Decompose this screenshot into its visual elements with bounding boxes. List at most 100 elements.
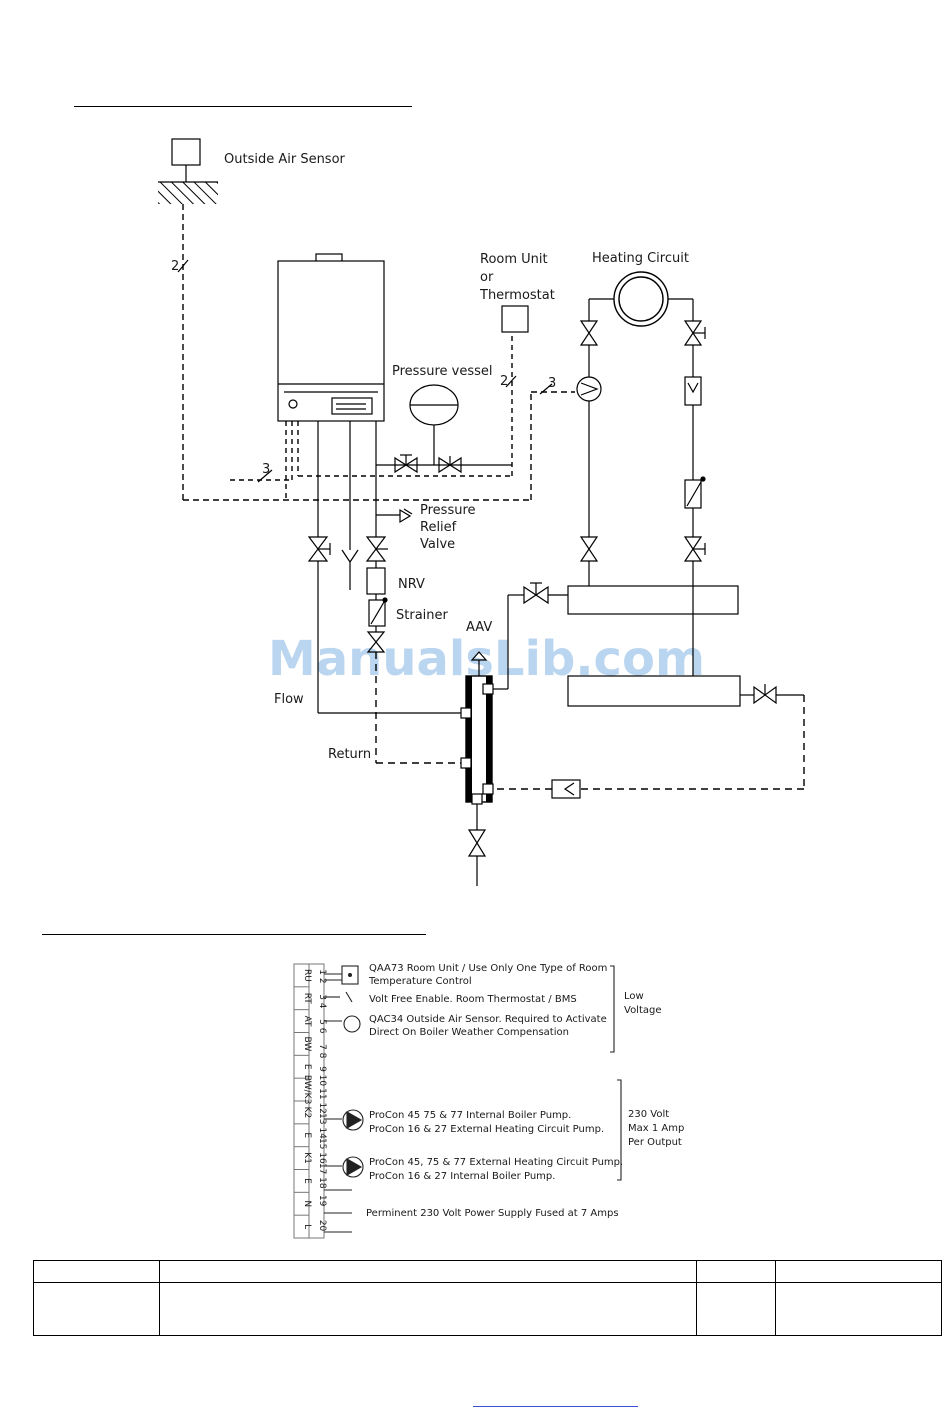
room-unit-label-3: Thermostat [479, 288, 555, 303]
terminal-number: 15 16 [317, 1138, 327, 1164]
header-block-lower [567, 675, 741, 707]
terminal-number: 11 12 [317, 1088, 327, 1114]
flow-label: Flow [274, 692, 304, 707]
terminal-code: N [302, 1200, 312, 1207]
table-cell [774, 1282, 943, 1336]
table-header-row [33, 1260, 943, 1283]
terminal-number: 9 10 [317, 1066, 327, 1086]
pump-icon-k2 [342, 1109, 364, 1131]
room-unit-label-1: Room Unit [480, 252, 548, 267]
desc-volt-free: Volt Free Enable. Room Thermostat / BMS [369, 994, 577, 1005]
terminal-code: RU [302, 969, 312, 982]
table-cell [695, 1260, 776, 1283]
circuit-nrv [684, 376, 702, 406]
desc-qac34-1: QAC34 Outside Air Sensor. Required to Ac… [369, 1014, 607, 1025]
high-voltage-label-3: Per Output [628, 1137, 682, 1148]
table-cell [33, 1260, 160, 1283]
high-voltage-label-1: 230 Volt [628, 1109, 669, 1120]
terminal-number: 7 8 [317, 1044, 327, 1059]
secondary-nrv [551, 779, 581, 799]
spec-table [33, 1260, 943, 1336]
room-unit [501, 305, 529, 333]
secondary-return-dashed [493, 695, 805, 790]
desc-qaa73-1: QAA73 Room Unit / Use Only One Type of R… [369, 963, 607, 974]
heating-circuit [613, 271, 669, 327]
terminal-code: BW [302, 1037, 312, 1052]
pressure-vessel [409, 384, 459, 465]
cable-count-room: 2 [500, 374, 508, 389]
section-rule-top [74, 106, 412, 107]
terminal-number: 5 6 [317, 1019, 327, 1034]
low-loss-header [460, 675, 494, 805]
aav [470, 651, 488, 676]
high-voltage-label-2: Max 1 Amp [628, 1123, 684, 1134]
secondary-pipework [493, 298, 804, 696]
terminal-code: K1 [302, 1152, 312, 1164]
drain-valve [467, 804, 487, 886]
nrv-label: NRV [398, 577, 425, 592]
table-cell [158, 1260, 697, 1283]
section-rule-wiring [42, 934, 426, 935]
room-unit-icon [348, 973, 352, 977]
desc-qac34-2: Direct On Boiler Weather Compensation [369, 1027, 569, 1038]
valve-return [365, 536, 388, 562]
circuit-pump [576, 376, 602, 402]
terminal-code: BW/K3 [302, 1075, 312, 1104]
terminal-dividers [294, 986, 309, 1216]
strainer [368, 597, 388, 627]
terminal-number: 19 [317, 1195, 327, 1207]
aav-label: AAV [466, 620, 492, 635]
terminal-code: E [302, 1132, 312, 1138]
hydraulic-wiring-diagram: ManualsLib.com Outside Air Sensor 2 3 [158, 138, 805, 1239]
terminal-code: RT [302, 993, 312, 1005]
pressure-vessel-label: Pressure vessel [392, 364, 493, 379]
outside-air-sensor-label: Outside Air Sensor [224, 152, 346, 167]
sensor-cable [182, 204, 575, 501]
nrv [366, 567, 386, 595]
circuit-strainer [684, 476, 706, 509]
terminal-code: E [302, 1178, 312, 1184]
terminal-number: 3 4 [317, 994, 327, 1009]
return-label: Return [328, 747, 371, 762]
terminal-number: 20 [317, 1220, 327, 1232]
footer-link-underline[interactable] [473, 1406, 638, 1407]
desc-k1-1: ProCon 45, 75 & 77 External Heating Circ… [369, 1157, 623, 1168]
valve-flow [307, 536, 331, 562]
pressure-relief-label-1: Pressure [420, 503, 476, 518]
valve-pressure-line [394, 454, 462, 474]
pressure-relief-label-3: Valve [420, 537, 455, 552]
cable-count-boiler: 3 [262, 462, 270, 477]
boiler [277, 253, 385, 422]
desc-k2-2: ProCon 16 & 27 External Heating Circuit … [369, 1124, 604, 1135]
strainer-label: Strainer [396, 608, 449, 623]
desc-power: Perminent 230 Volt Power Supply Fused at… [366, 1208, 619, 1219]
room-unit-label-2: or [480, 270, 494, 285]
header-block-upper [567, 585, 739, 615]
terminal-number: 13 14 [317, 1113, 327, 1139]
cable-count-pump: 3 [548, 376, 556, 391]
pressure-relief-valve [399, 508, 413, 524]
pressure-relief-label-2: Relief [420, 520, 457, 535]
terminal-number: 1 2 [317, 969, 327, 983]
terminal-code: K2 [302, 1107, 312, 1119]
table-cell [158, 1282, 697, 1336]
terminal-code: E [302, 1064, 312, 1070]
table-cell [695, 1282, 776, 1336]
pump-icon-k1 [342, 1156, 364, 1178]
desc-k1-2: ProCon 16 & 27 Internal Boiler Pump. [369, 1171, 555, 1182]
boiler-pipework [317, 421, 512, 714]
valves-heating-circuit [523, 320, 777, 705]
wiring-leads [324, 965, 622, 1233]
cable-count-sensor: 2 [171, 259, 179, 274]
low-voltage-label-1: Low [624, 991, 644, 1002]
desc-k2-1: ProCon 45 75 & 77 Internal Boiler Pump. [369, 1110, 571, 1121]
table-row [33, 1282, 943, 1336]
table-cell [774, 1260, 943, 1283]
table-cell [33, 1282, 160, 1336]
heating-circuit-label: Heating Circuit [592, 251, 689, 266]
terminal-code: AT [302, 1016, 312, 1027]
terminal-code: L [302, 1224, 312, 1229]
valve-return-lower [366, 631, 386, 653]
